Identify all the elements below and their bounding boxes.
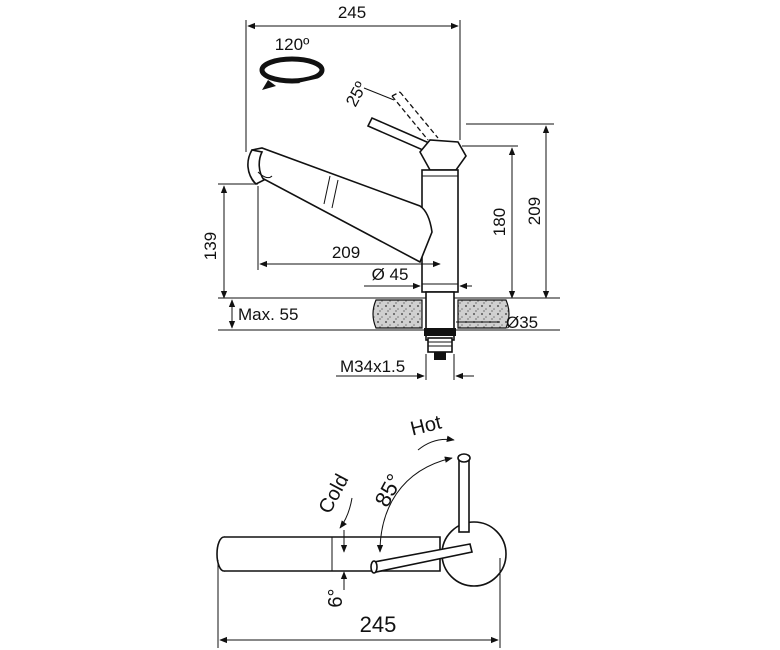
side-view: 245 120º 25º	[201, 3, 560, 380]
faucet-body	[419, 139, 467, 293]
width-label: 245	[338, 3, 366, 22]
diameter-45-dimension: Ø 45	[364, 265, 472, 290]
height-209-dimension: 209	[466, 123, 554, 299]
reach-dimension: 209	[257, 186, 441, 270]
hot-label: Hot	[408, 411, 444, 440]
spout	[247, 147, 433, 264]
lever-hot-position	[457, 453, 471, 533]
mounting-shank	[424, 291, 456, 360]
height-180-dimension: 180	[462, 145, 518, 299]
height-180-label: 180	[490, 208, 509, 236]
spout-height-label: 139	[201, 232, 220, 260]
width-dimension: 245	[245, 3, 461, 152]
height-209-label: 209	[525, 197, 544, 225]
length-label: 245	[360, 612, 397, 637]
tilt-label: 25º	[342, 79, 371, 110]
thread-dimension: M34x1.5	[336, 354, 474, 380]
max-thickness-label: Max. 55	[238, 305, 298, 324]
cold-label: Cold	[315, 471, 354, 518]
diameter-45-label: Ø 45	[372, 265, 409, 284]
swivel-rotation-icon: 120º	[259, 35, 325, 90]
angle-85-label: 85°	[370, 470, 408, 511]
countertop-section: Max. 55	[218, 297, 560, 331]
length-dimension: 245	[217, 558, 501, 648]
top-view: 85° Hot Cold 6° 245	[216, 411, 507, 648]
reach-label: 209	[332, 243, 360, 262]
diameter-35-label: Ø35	[506, 313, 538, 332]
spout-height-dimension: 139	[201, 183, 258, 299]
cold-indicator: Cold	[315, 471, 354, 529]
swivel-label: 120º	[275, 35, 310, 54]
hot-indicator: Hot	[408, 411, 455, 451]
angle-6-label: 6°	[325, 588, 347, 607]
diameter-35-dimension: Ø35	[456, 313, 538, 332]
angle-6-indicator: 6°	[325, 530, 348, 608]
thread-label: M34x1.5	[340, 357, 405, 376]
